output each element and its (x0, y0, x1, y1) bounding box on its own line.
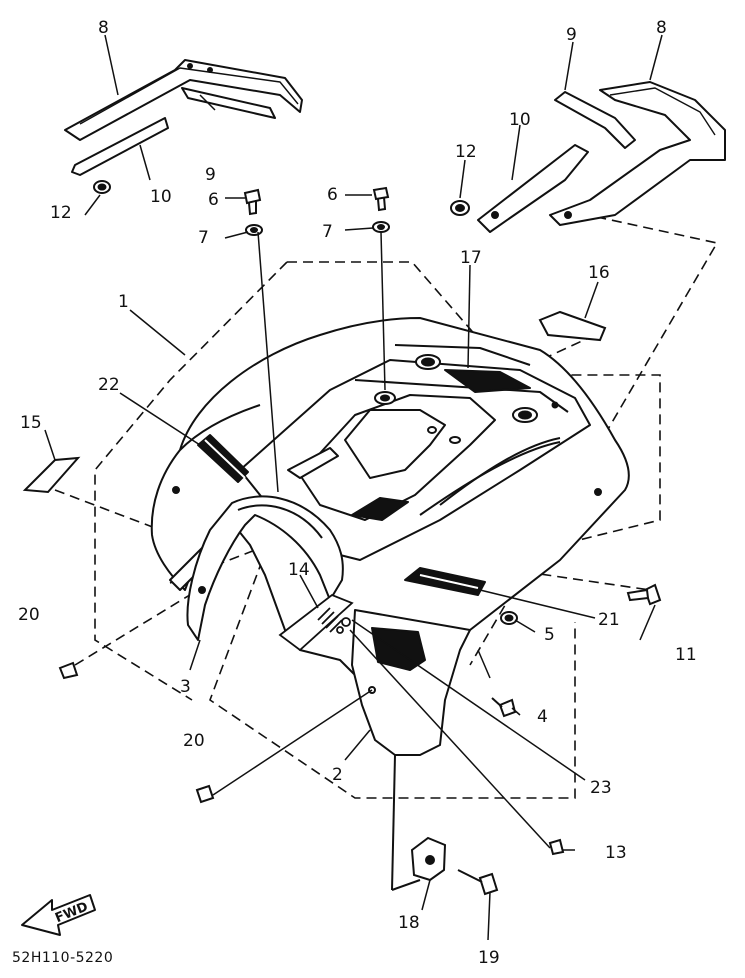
callout-15: 15 (20, 413, 42, 433)
callout-7-right: 7 (322, 222, 333, 242)
drawing-code: 52H110-5220 (12, 950, 113, 966)
callout-3: 3 (180, 677, 191, 697)
callout-20-lower: 20 (183, 731, 205, 751)
callout-5: 5 (544, 625, 555, 645)
callout-9-left: 9 (205, 165, 216, 185)
leader-lines (44, 34, 663, 941)
callout-8-left: 8 (98, 18, 109, 38)
callout-2: 2 (332, 765, 343, 785)
left-bracket-set (64, 59, 303, 194)
callout-4: 4 (537, 707, 548, 727)
callout-10-right: 10 (509, 110, 531, 130)
right-bracket-set (450, 81, 726, 233)
callout-19: 19 (478, 948, 500, 968)
callout-18: 18 (398, 913, 420, 933)
callout-14: 14 (288, 560, 310, 580)
callout-21: 21 (598, 610, 620, 630)
callout-22: 22 (98, 375, 120, 395)
callout-12-left: 12 (50, 203, 72, 223)
callout-11: 11 (675, 645, 697, 665)
rear-mud-flap (351, 609, 471, 891)
side-mud-flap (186, 495, 344, 641)
callout-20-left: 20 (18, 605, 40, 625)
callout-10-left: 10 (150, 187, 172, 207)
callout-17: 17 (460, 248, 482, 268)
callout-6-left: 6 (208, 190, 219, 210)
callout-8-right: 8 (656, 18, 667, 38)
callout-13: 13 (605, 843, 627, 863)
callout-7-left: 7 (198, 228, 209, 248)
forward-direction-arrow: FWD (21, 894, 96, 936)
fasteners (58, 186, 662, 896)
reflector-strip (278, 593, 354, 652)
callout-16: 16 (588, 263, 610, 283)
callout-23: 23 (590, 778, 612, 798)
callout-12-right: 12 (455, 142, 477, 162)
callout-9-right: 9 (566, 25, 577, 45)
decal-pieces (22, 310, 607, 494)
callout-1: 1 (118, 292, 129, 312)
callout-labels: 8 9 10 12 6 7 6 7 9 8 10 12 1 17 16 22 1… (18, 18, 697, 968)
callout-6-right: 6 (327, 185, 338, 205)
